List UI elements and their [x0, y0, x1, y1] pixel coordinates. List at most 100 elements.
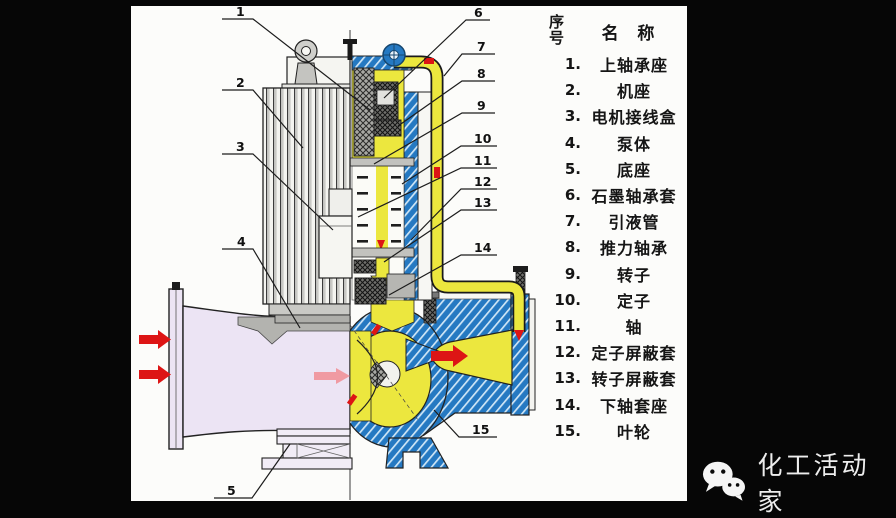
callout-13-leader — [383, 209, 497, 263]
legend-item-no: 11. — [554, 316, 581, 335]
callout-14: 14 — [474, 240, 492, 255]
callout-6: 6 — [474, 6, 483, 20]
legend-item-name: 叶轮 — [616, 424, 651, 442]
legend-item-no: 9. — [564, 264, 581, 283]
stator-shield-sleeve — [403, 91, 419, 301]
callout-2: 2 — [236, 75, 245, 90]
legend-row: 11.轴 — [545, 313, 687, 339]
legend-item-no: 15. — [554, 421, 581, 440]
legend-item-no: 10. — [554, 290, 581, 309]
volute-tongue — [405, 338, 451, 372]
legend-row: 14.下轴套座 — [545, 391, 687, 417]
legend-item-no: 13. — [554, 369, 581, 388]
legend-item-name: 引液管 — [608, 215, 660, 233]
callout-4-leader — [222, 248, 301, 329]
callout-12: 12 — [474, 174, 491, 189]
pipe-flow-tick-top — [424, 58, 434, 64]
legend-col-no: 序号 — [549, 14, 565, 47]
pipe-flow-arrow-end — [514, 330, 524, 341]
legend-row: 4. 泵体 — [545, 130, 687, 156]
legend-item-no: 2. — [564, 81, 581, 100]
lifting-eye-right — [382, 43, 406, 67]
suction-flange — [168, 282, 184, 450]
flow-tick-upper — [370, 323, 382, 336]
callout-8: 8 — [477, 66, 486, 81]
legend-row: 9. 转子 — [545, 261, 687, 287]
legend-item-name: 定子 — [616, 293, 651, 311]
legend-item-no: 1. — [564, 55, 581, 74]
legend-item-name: 转子 — [616, 267, 651, 285]
callout-10: 10 — [474, 131, 492, 146]
motor-outer-shell-section — [417, 91, 433, 301]
callout-7: 7 — [477, 39, 486, 54]
callout-11: 11 — [474, 153, 491, 168]
callout-8-leader — [397, 80, 495, 127]
legend-item-no: 3. — [564, 107, 581, 126]
suction-throat — [349, 330, 372, 422]
legend-item-no: 6. — [564, 186, 581, 205]
legend-item-no: 8. — [564, 238, 581, 257]
callout-4: 4 — [237, 234, 246, 249]
base-brace — [296, 443, 351, 459]
legend-item-no: 7. — [564, 212, 581, 231]
pipe-flow-tick-mid — [434, 167, 440, 178]
shaft-nut — [376, 89, 395, 106]
slide-canvas: 1 2 3 4 5 6 7 8 9 10 11 12 13 — [131, 6, 687, 501]
callout-7-leader — [443, 53, 495, 77]
legend-item-no: 4. — [564, 133, 581, 152]
top-stud — [343, 39, 357, 60]
junction-box — [318, 188, 353, 279]
gap-flow-mark — [377, 240, 385, 250]
parts-legend: 序号 名 称 1. 上轴承座 2.机座 3. 电机接线盒 4. 泵体 5. 底座 6. 石… — [545, 6, 687, 501]
legend-item-no: 12. — [554, 343, 581, 362]
legend-item-name: 石墨轴承套 — [591, 189, 677, 207]
legend-row: 3. 电机接线盒 — [545, 103, 687, 129]
discharge-passage — [430, 329, 513, 386]
lower-bearing-seat — [354, 277, 387, 305]
legend-item-name: 下轴套座 — [599, 398, 668, 416]
motor-bottom-flange-2 — [274, 314, 351, 324]
legend-col-name: 名 称 — [601, 23, 662, 43]
discharge-flow-arrow — [431, 345, 468, 367]
callout-3-leader — [222, 153, 334, 231]
watermark-text: 化工活动家 — [757, 452, 870, 516]
legend-row: 13.转子屏蔽套 — [545, 365, 687, 391]
callout-13: 13 — [474, 195, 491, 210]
legend-header: 序号 名 称 — [549, 13, 687, 49]
thrust-bearing — [373, 119, 402, 137]
callout-12-leader — [410, 188, 497, 241]
callout-5: 5 — [227, 483, 236, 498]
legend-item-name: 上轴承座 — [599, 58, 668, 76]
callout-6-leader — [383, 19, 490, 99]
winding-marks — [357, 176, 401, 243]
callout-10-leader — [401, 145, 497, 185]
legend-item-name: 电机接线盒 — [591, 110, 677, 128]
callout-1: 1 — [236, 6, 245, 19]
legend-item-name: 推力轴承 — [599, 241, 668, 259]
pump-cross-section-diagram: 1 2 3 4 5 6 7 8 9 10 11 12 13 — [139, 6, 536, 500]
inflow-arrow-top — [139, 330, 171, 349]
watermark: 化工活动家 — [700, 446, 896, 518]
callout-2-leader — [222, 89, 304, 149]
callout-1-leader — [222, 18, 371, 111]
callout-9-leader — [373, 112, 495, 165]
legend-row: 10. 定子 — [545, 287, 687, 313]
callout-5-leader — [214, 443, 291, 499]
callouts: 1 2 3 4 5 6 7 8 9 10 11 12 13 — [214, 6, 497, 499]
legend-row: 1. 上轴承座 — [545, 51, 687, 77]
inflow-arrow-bottom — [139, 365, 171, 384]
legend-item-name: 定子屏蔽套 — [591, 346, 677, 364]
callout-11-leader — [357, 167, 497, 218]
callout-15-leader — [433, 409, 497, 438]
legend-item-name: 底座 — [616, 162, 651, 180]
legend-row: 12. 定子屏蔽套 — [545, 339, 687, 365]
callout-3: 3 — [236, 139, 245, 154]
legend-row: 2.机座 — [545, 77, 687, 103]
motor-bottom-flange — [268, 303, 351, 316]
legend-row: 8. 推力轴承 — [545, 234, 687, 260]
legend-item-name: 泵体 — [616, 136, 651, 154]
legend-row: 6. 石墨轴承套 — [545, 182, 687, 208]
callout-14-leader — [388, 254, 497, 296]
legend-item-no: 5. — [564, 159, 581, 178]
